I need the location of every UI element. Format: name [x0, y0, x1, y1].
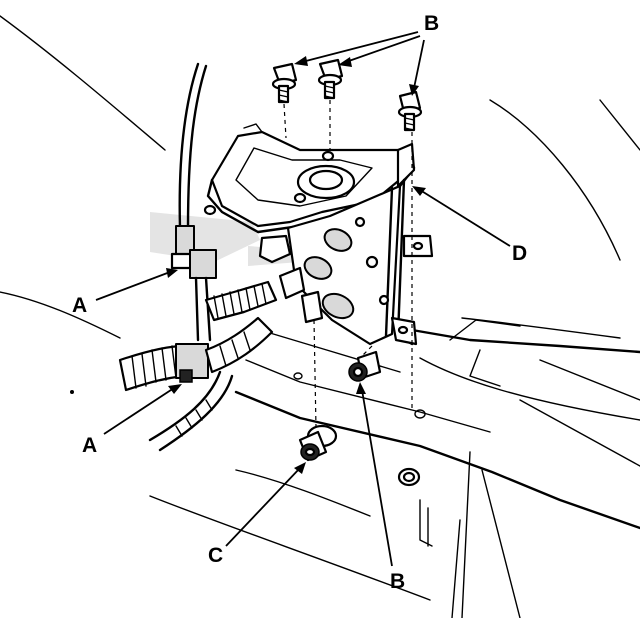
- bolt-b-top-left: [271, 62, 298, 104]
- nut-c: [298, 424, 338, 462]
- callout-a-lower: A: [82, 434, 97, 457]
- alignment-lines: [283, 100, 413, 429]
- callout-b-bottom: B: [390, 570, 405, 593]
- callout-a-upper: A: [72, 294, 87, 317]
- callout-c: C: [208, 544, 223, 567]
- mounting-bracket: [203, 123, 434, 346]
- bolt-b-lower: [348, 350, 382, 382]
- leader-lines: [95, 31, 511, 567]
- bolt-b-top-middle: [317, 58, 344, 100]
- callout-d: D: [512, 242, 527, 265]
- callout-b-top: B: [424, 12, 439, 35]
- wire-harness: [118, 62, 278, 452]
- bolt-b-top-right: [397, 90, 423, 132]
